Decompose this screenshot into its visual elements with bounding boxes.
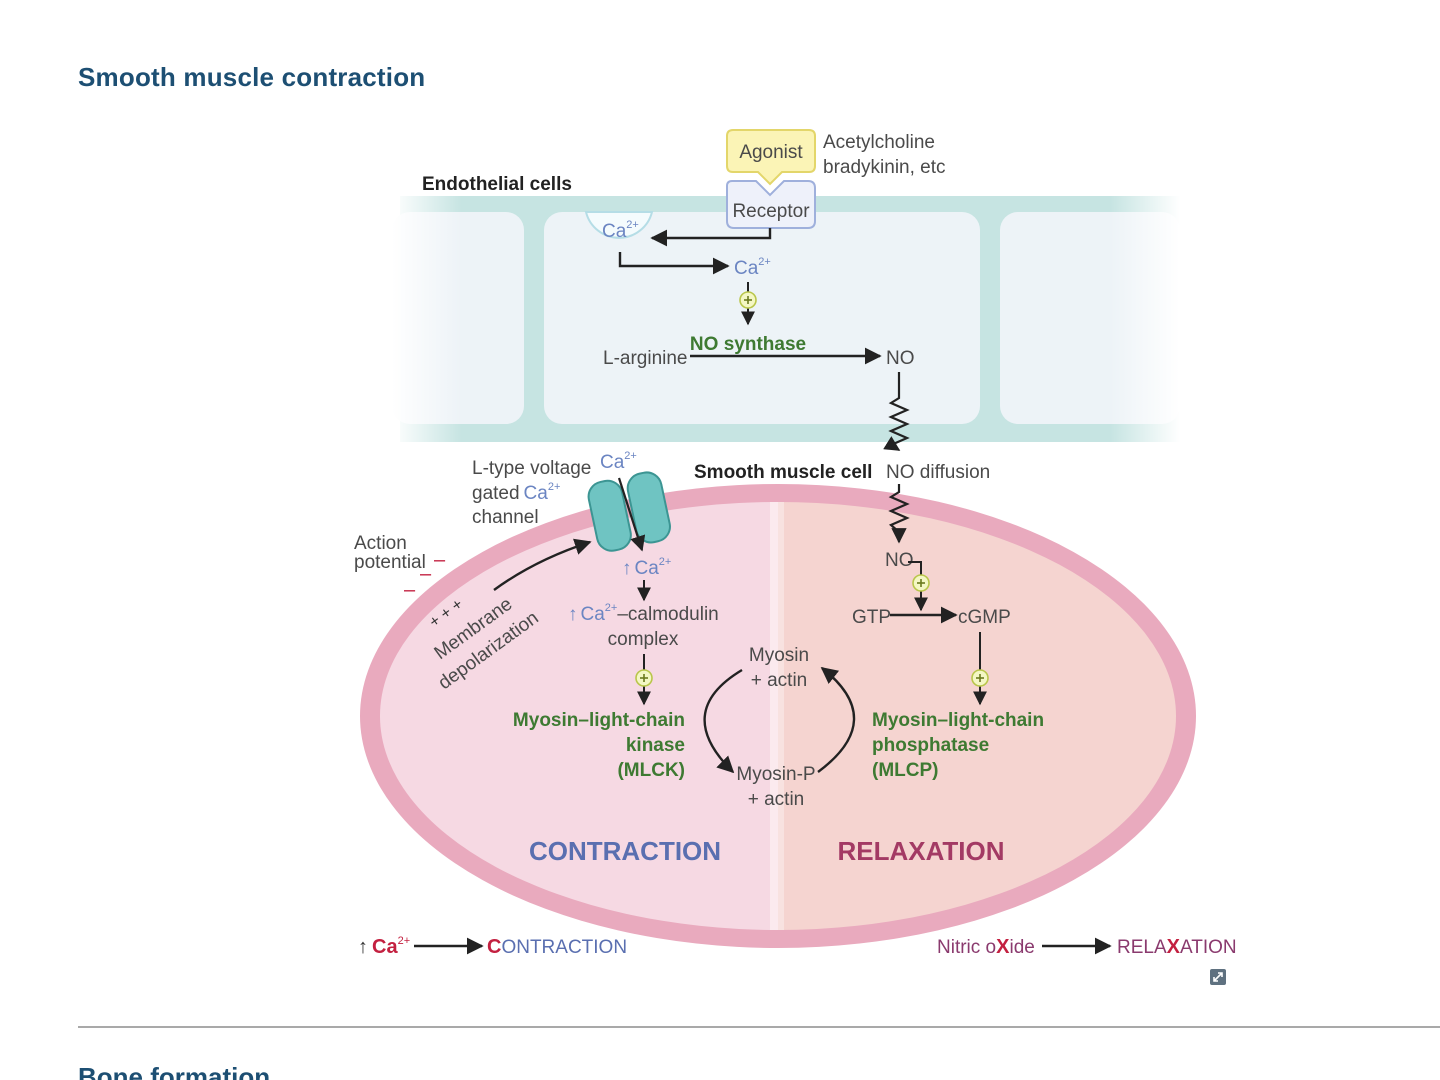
contraction-half <box>380 502 778 930</box>
dephosphorylation-arrow <box>817 666 856 773</box>
receptor-to-store-arrow <box>650 228 772 247</box>
calcium-influx-arrow <box>617 477 646 552</box>
plus-icon <box>912 574 930 592</box>
depolarization-arrow <box>493 538 592 591</box>
mlcp-label-line1: Myosin–light-chain <box>872 710 1044 731</box>
smooth-muscle-cell <box>360 484 1196 948</box>
agonist-examples-line2: bradykinin, etc <box>823 157 946 178</box>
cytosol-ca-label: Ca2+ <box>734 256 771 279</box>
l-type-calcium-channel <box>587 471 671 552</box>
calmodulin-label-line1: ↑Ca2+–calmodulin <box>568 602 719 625</box>
section-title: Smooth muscle contraction <box>78 62 426 92</box>
svg-text:↑Ca2+: ↑Ca2+ <box>358 935 410 958</box>
agonist-examples-line1: Acetylcholine <box>823 132 935 153</box>
expand-icon-glyph <box>1213 972 1223 982</box>
calmodulin-label-line2: complex <box>608 629 679 650</box>
myosin-p-line2: + actin <box>748 789 805 810</box>
no-label-cell: NO <box>885 550 914 571</box>
receptor-label: Receptor <box>732 201 810 222</box>
contraction-heading: CONTRACTION <box>529 836 721 866</box>
calcium-store <box>584 211 654 239</box>
cgmp-label: cGMP <box>958 607 1011 628</box>
mlcp-label-line2: phosphatase <box>872 735 989 756</box>
phosphorylation-arrow <box>703 668 743 774</box>
agonist-label: Agonist <box>739 142 803 163</box>
endothelial-layer <box>392 190 1180 446</box>
no-synthase-label: NO synthase <box>690 334 806 355</box>
no-label-endothelium: NO <box>886 348 915 369</box>
action-potential-line2: potential <box>354 552 426 573</box>
mlcp-label-line3: (MLCP) <box>872 760 938 781</box>
mlck-label-line3: (MLCK) <box>617 760 685 781</box>
mnemonic-right: Nitric oXide RELAXATION <box>937 936 1237 958</box>
calcium-increase-label: ↑Ca2+ <box>622 556 671 579</box>
receptor: Receptor <box>726 180 816 229</box>
endothelial-cells-label: Endothelial cells <box>422 174 572 195</box>
agonist-callout: Agonist <box>726 129 816 186</box>
no-to-cgmp-arrow <box>908 561 928 612</box>
mlck-label-line2: kinase <box>626 735 685 756</box>
mlck-label-line1: Myosin–light-chain <box>513 710 685 731</box>
store-release-arrow <box>618 252 730 275</box>
no-entry-arrow <box>888 484 910 544</box>
svg-text:RELAXATION: RELAXATION <box>1117 936 1237 958</box>
store-ca-label: Ca2+ <box>602 219 639 242</box>
relaxation-half <box>778 502 1176 930</box>
no-diffusion-label: NO diffusion <box>886 462 990 483</box>
l-arginine-label: L-arginine <box>603 348 688 369</box>
plus-icon <box>739 291 757 309</box>
relaxation-heading: RELAXATION <box>837 836 1004 866</box>
negative-charge-3: – <box>404 579 416 601</box>
plus-icon <box>971 669 989 687</box>
next-section-title: Bone formation <box>78 1062 271 1080</box>
myosin-actin-line1: Myosin <box>749 645 809 666</box>
action-potential-line1: Action <box>354 533 407 554</box>
channel-ca-label: Ca2+ <box>600 450 637 473</box>
myosin-actin-line2: + actin <box>751 670 808 691</box>
plus-icon <box>635 669 653 687</box>
mnemonic-up-arrow: ↑ <box>358 936 368 958</box>
svg-text:Nitric oXide: Nitric oXide <box>937 936 1035 958</box>
mnemonic-left: ↑Ca2+ CONTRACTION <box>358 935 627 958</box>
gtp-label: GTP <box>852 607 891 628</box>
no-diffusion-arrow <box>883 372 910 451</box>
endothelial-cell-center <box>544 212 980 424</box>
negative-charge-2: – <box>420 563 432 585</box>
negative-charge-1: – <box>434 549 446 571</box>
l-type-label-line1: L-type voltage <box>472 458 591 479</box>
l-type-label-line3: channel <box>472 507 539 528</box>
smooth-muscle-cell-label: Smooth muscle cell <box>694 462 872 483</box>
expand-icon[interactable] <box>1210 969 1226 985</box>
svg-text:CONTRACTION: CONTRACTION <box>487 936 627 958</box>
section-divider <box>78 1026 1440 1028</box>
myosin-p-line1: Myosin-P <box>736 764 815 785</box>
